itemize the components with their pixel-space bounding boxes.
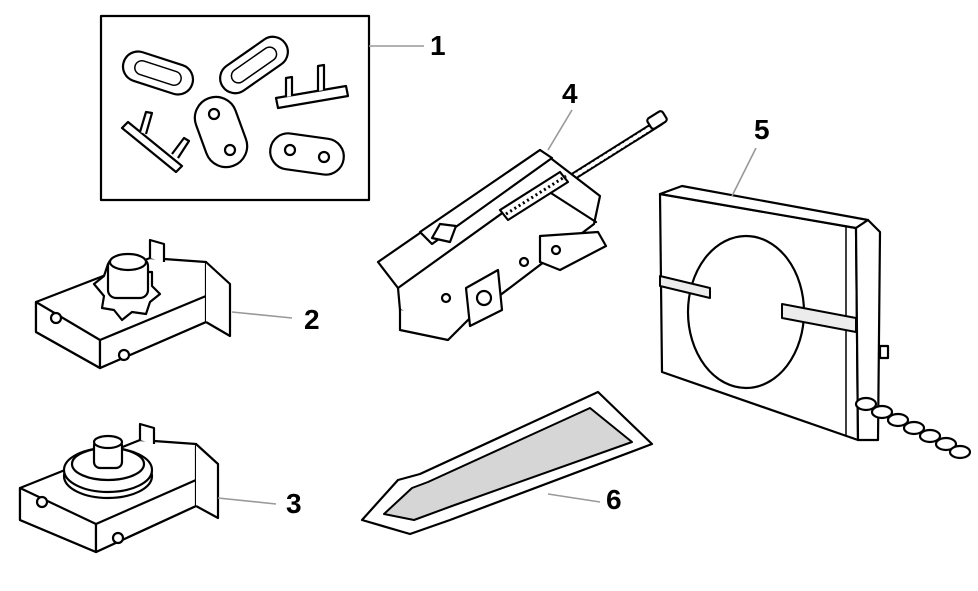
- part-3-pulley-bracket: [18, 422, 277, 554]
- link-plate-a: [121, 50, 195, 96]
- pin-plate-b: [120, 110, 191, 174]
- callout-3: 3: [286, 488, 302, 519]
- leader-2: [231, 311, 293, 319]
- callout-1: 1: [430, 30, 446, 61]
- side-plate-a: [193, 95, 249, 169]
- part-1-master-link-kit: [99, 14, 424, 202]
- callout-5: 5: [754, 114, 770, 145]
- side-plate-b: [269, 132, 345, 176]
- pin-plate-a: [274, 63, 350, 110]
- callout-4: 4: [562, 78, 578, 109]
- leader-6: [547, 493, 601, 503]
- callout-6: 6: [606, 484, 622, 515]
- part-2-sprocket-bracket: [34, 238, 293, 370]
- chain: [854, 396, 972, 460]
- leader-5: [731, 147, 757, 197]
- part-5-chain-box: [658, 147, 972, 460]
- kit-frame: [99, 14, 371, 202]
- callout-2: 2: [304, 304, 320, 335]
- link-plate-b: [219, 35, 289, 95]
- part-4-trolley: [376, 109, 668, 342]
- part-6-grease-packet: [360, 390, 654, 536]
- leader-4: [547, 109, 573, 151]
- leader-3: [217, 497, 277, 505]
